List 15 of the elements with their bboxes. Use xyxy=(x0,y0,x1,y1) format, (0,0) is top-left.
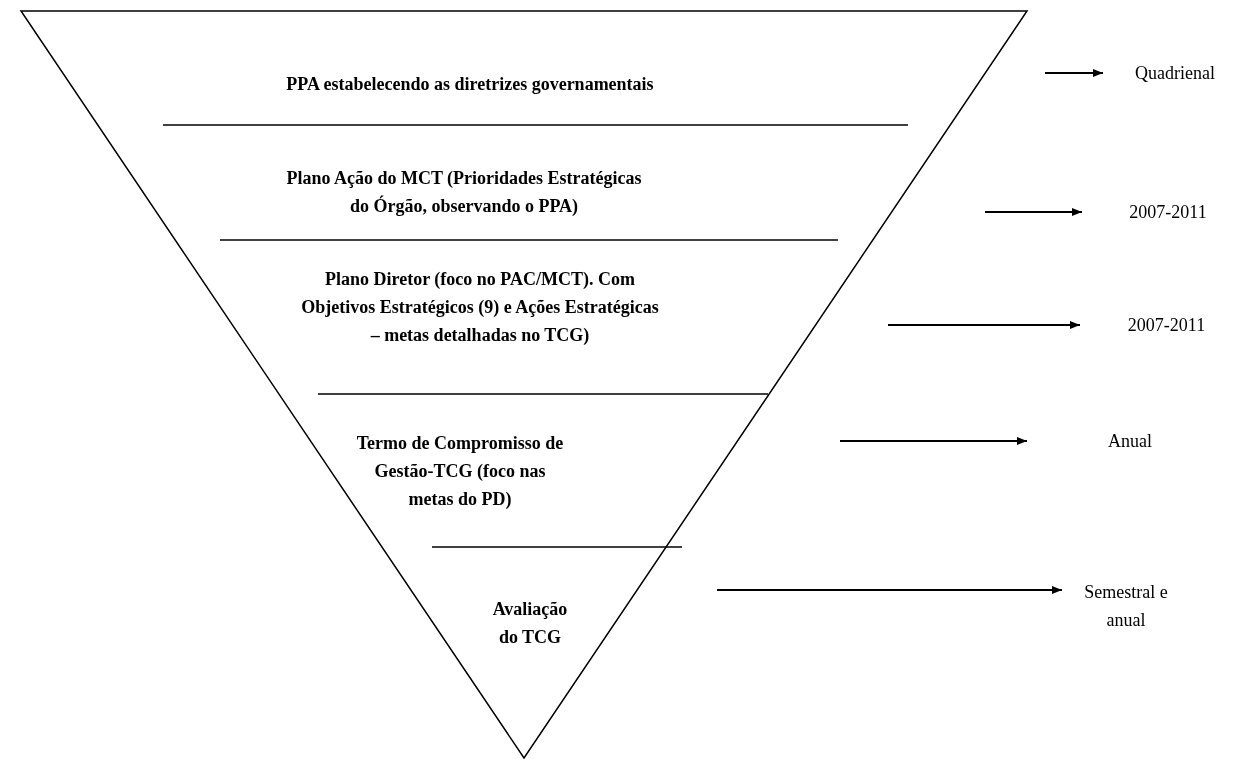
level-text: Termo de Compromisso de Gestão-TCG (foco nas metas do PD) xyxy=(355,432,565,511)
period-label: 2007-2011 xyxy=(1127,314,1206,337)
arrow xyxy=(1044,69,1104,77)
period-label: Semestral e anual xyxy=(1083,581,1169,632)
arrow xyxy=(887,321,1081,329)
level-text: Plano Diretor (foco no PAC/MCT). Com Objetivos Estratégicos (9) e Ações Estratégicas – metas detalhadas no TCG) xyxy=(300,268,660,347)
period-label: Quadrienal xyxy=(1135,62,1215,85)
level-text: Avaliação do TCG xyxy=(492,598,568,649)
level-text: Plano Ação do MCT (Prioridades Estratégicas do Órgão, observando o PPA) xyxy=(285,167,643,218)
arrow xyxy=(716,586,1063,594)
period-label: 2007-2011 xyxy=(1129,201,1207,224)
arrow xyxy=(984,208,1083,216)
arrow xyxy=(839,437,1028,445)
level-text: PPA estabelecendo as diretrizes governamentais xyxy=(285,73,655,96)
period-label: Anual xyxy=(1108,430,1152,453)
